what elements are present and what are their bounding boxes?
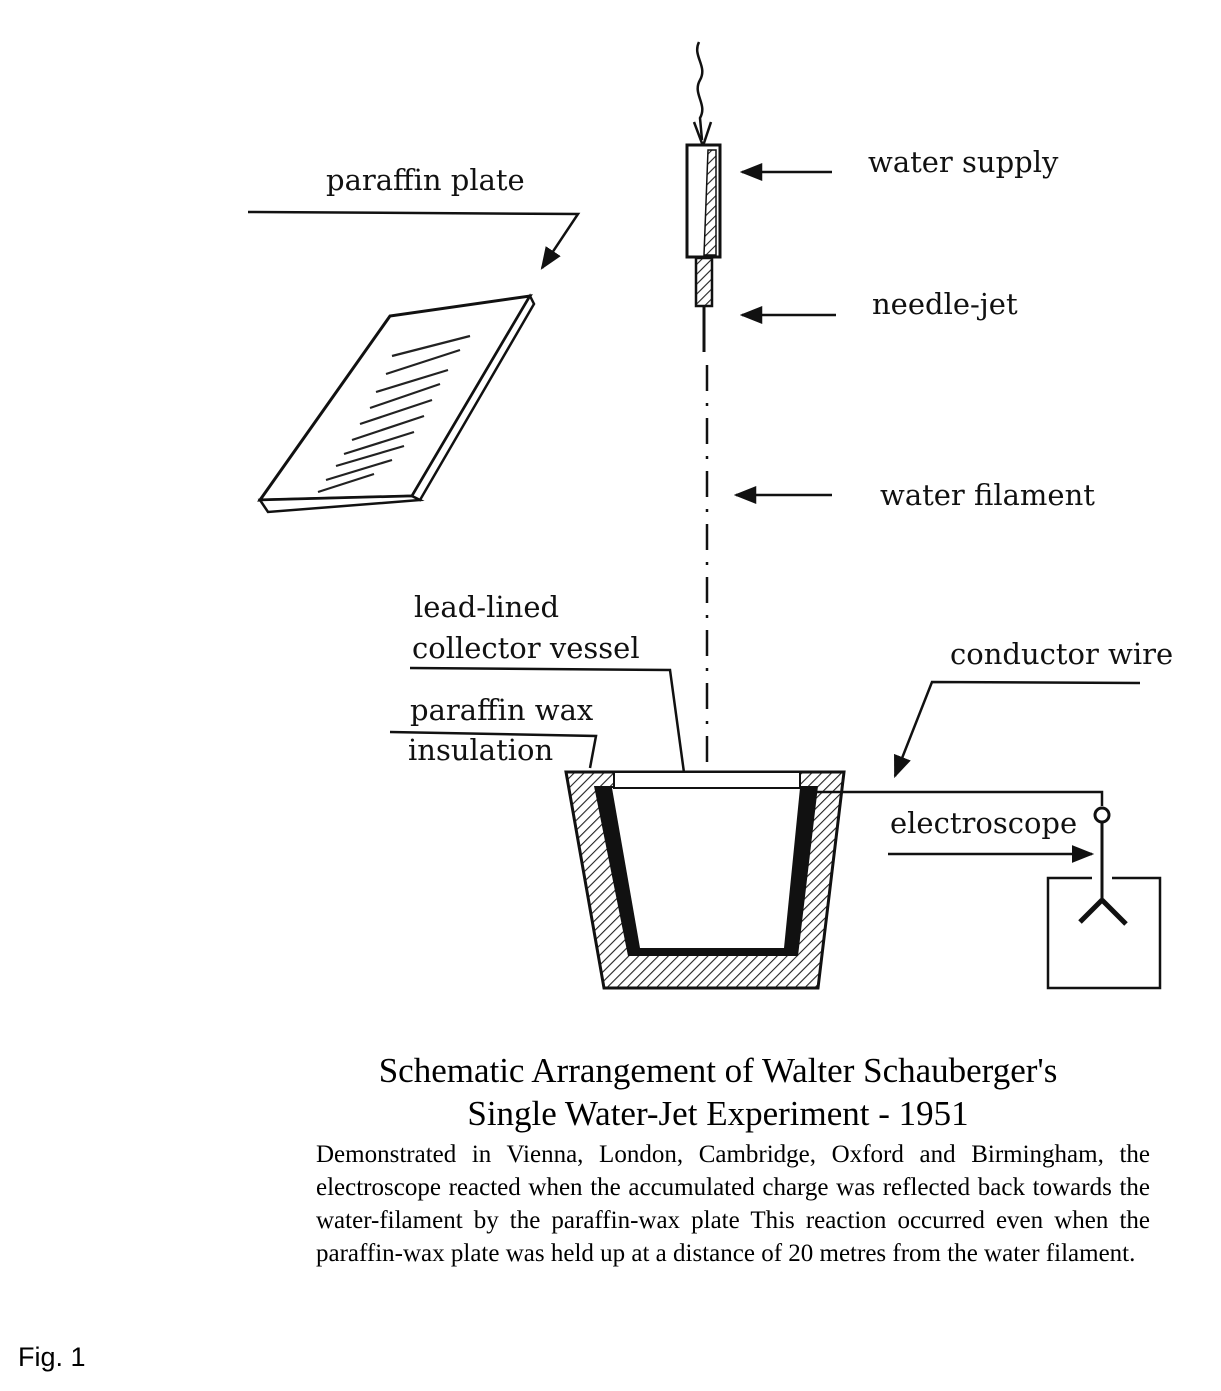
label-electroscope: electroscope	[890, 806, 1077, 840]
label-paraffin-wax-2: insulation	[408, 733, 553, 767]
conductor-wire	[812, 790, 1104, 806]
paraffin-plate-pointer	[247, 210, 581, 270]
label-water-filament: water filament	[880, 478, 1095, 512]
conductor-wire-pointer	[893, 680, 1141, 779]
water-inflow-arrow	[692, 41, 713, 150]
collector-vessel-pointer	[409, 666, 690, 803]
needle-jet-nozzle	[694, 256, 714, 352]
figure-label: Fig. 1	[18, 1342, 86, 1372]
label-needle-jet: needle-jet	[872, 287, 1018, 321]
label-paraffin-wax-1: paraffin wax	[410, 693, 593, 727]
caption-title-line1: Schematic Arrangement of Walter Schauber…	[378, 1051, 1058, 1090]
label-paraffin-plate: paraffin plate	[326, 163, 525, 197]
schematic-diagram: water supply needle-jet water filament p…	[247, 41, 1173, 990]
label-water-supply: water supply	[868, 145, 1059, 179]
water-supply-tube	[685, 143, 722, 259]
label-lead-lined-1: lead-lined	[414, 590, 559, 624]
electroscope-device	[1046, 806, 1162, 990]
label-lead-lined-2: collector vessel	[412, 631, 640, 665]
paraffin-plate	[257, 293, 536, 514]
collector-vessel	[564, 770, 846, 990]
caption-title-line2: Single Water-Jet Experiment - 1951	[467, 1094, 969, 1133]
label-conductor-wire: conductor wire	[950, 637, 1173, 671]
insulation-pointer	[389, 730, 598, 769]
caption-description: Demonstrated in Vienna, London, Cambridg…	[316, 1141, 1150, 1267]
